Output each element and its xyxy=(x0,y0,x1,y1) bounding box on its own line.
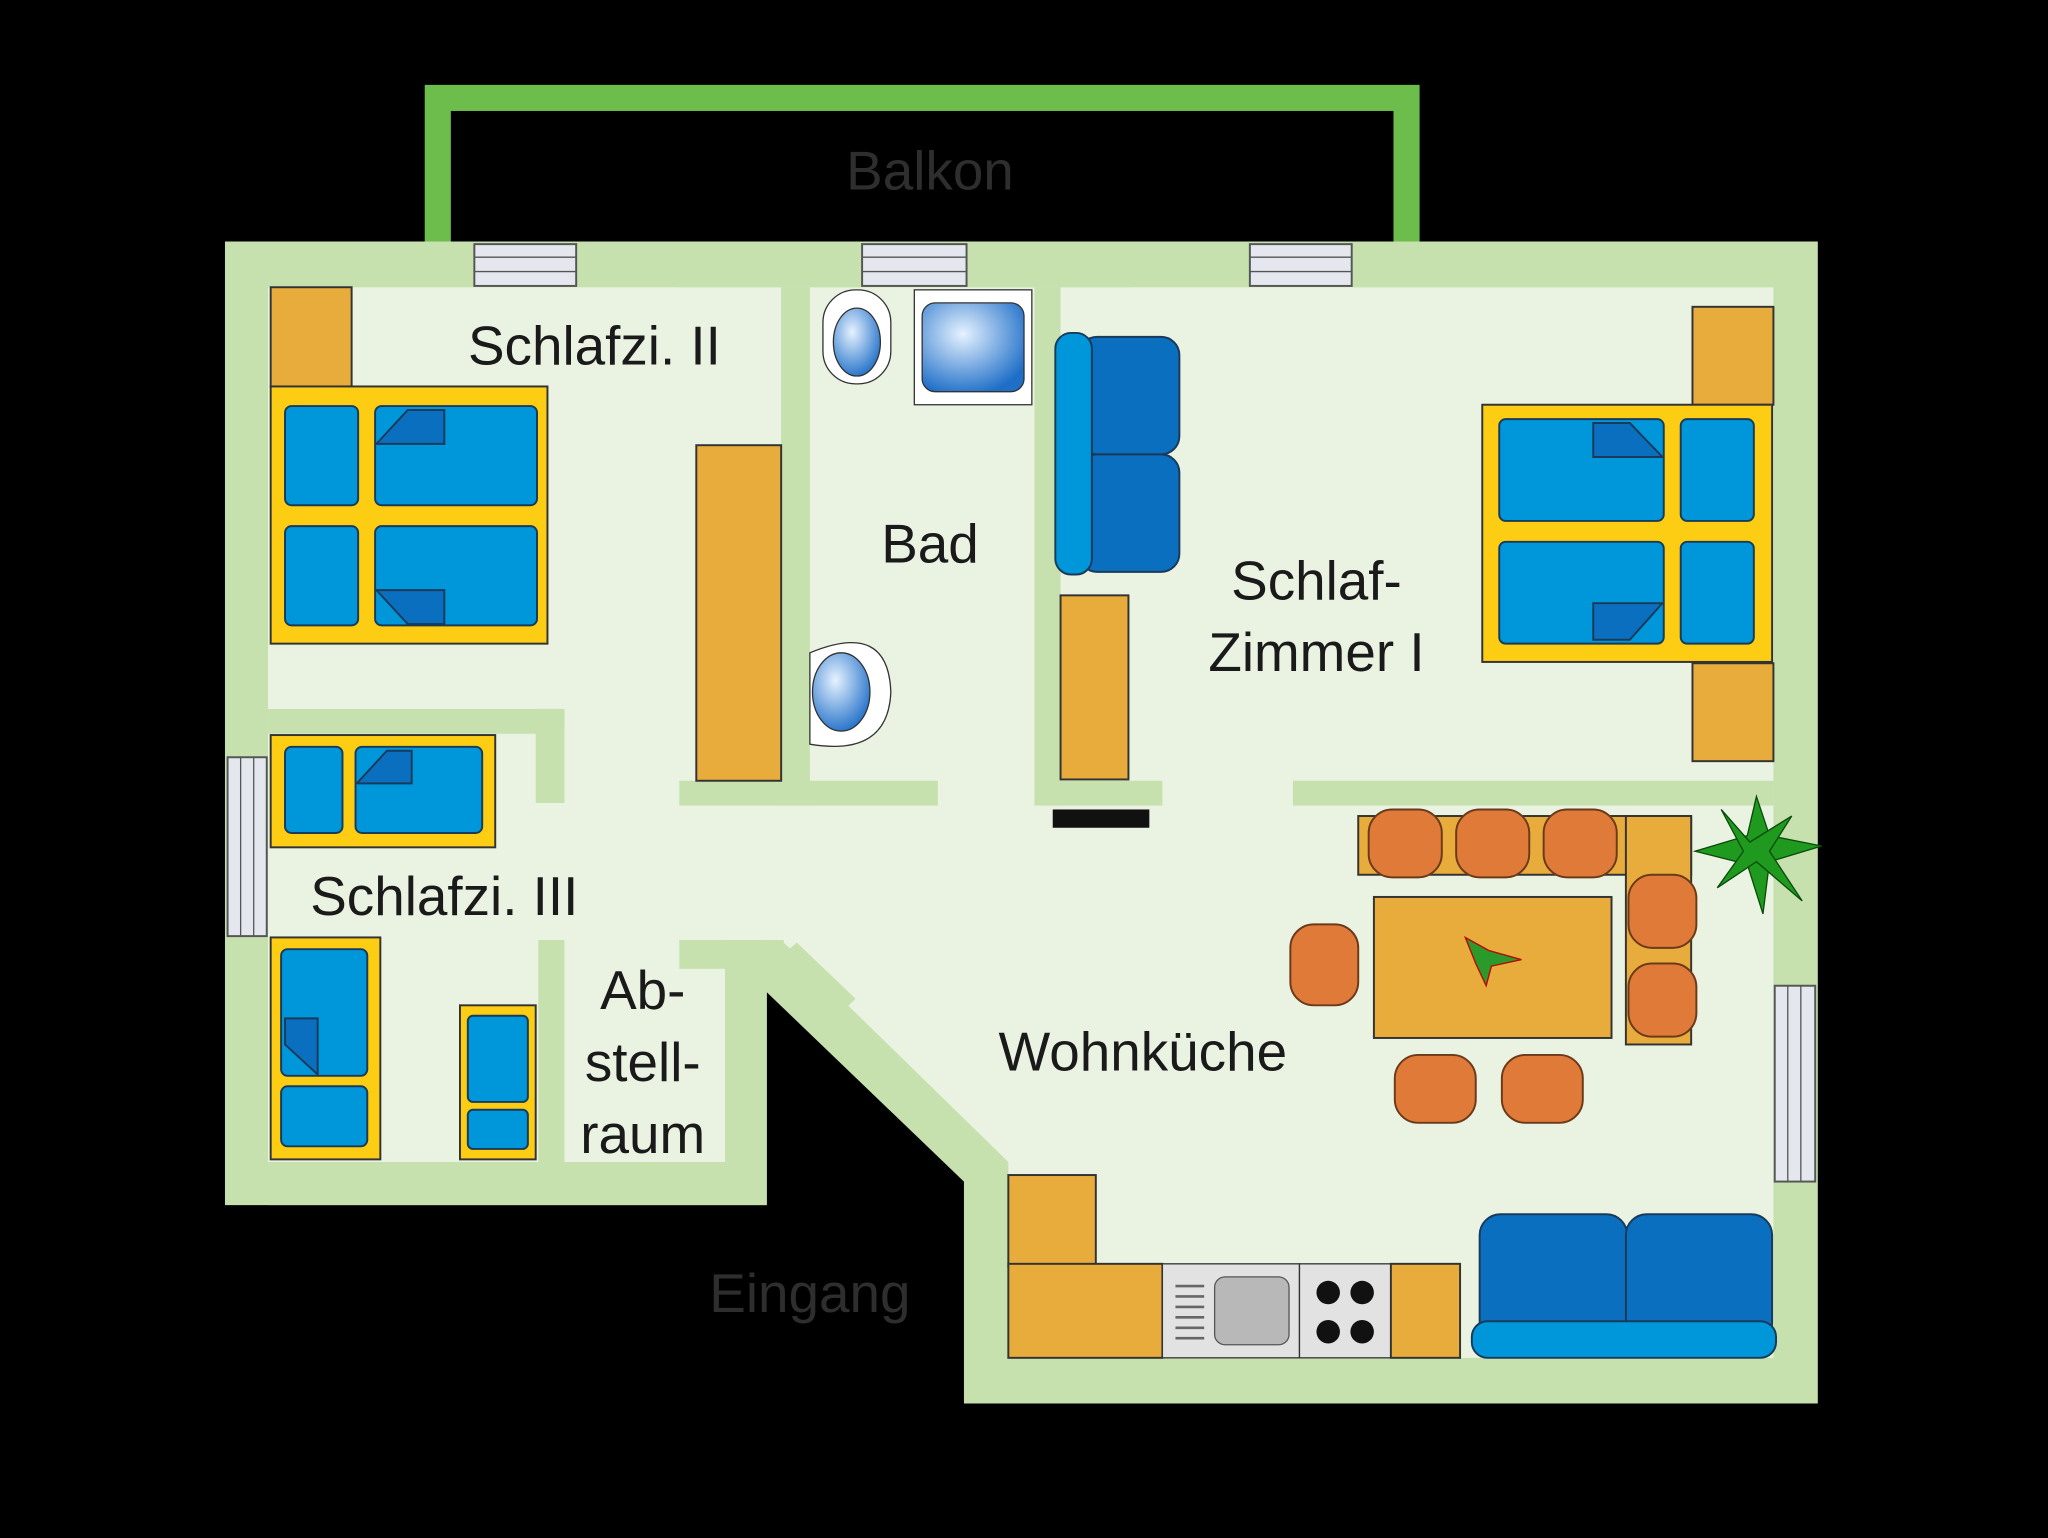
toilet xyxy=(822,289,892,385)
room-label-storage-line3: raum xyxy=(580,1103,705,1165)
window xyxy=(1248,243,1353,287)
room-label-storage-line1: Ab- xyxy=(600,959,685,1021)
room-label-bedroom-3: Schlafzi. III xyxy=(310,865,578,927)
wardrobe xyxy=(269,286,353,388)
single-bed xyxy=(269,936,382,1161)
room-label-bedroom-1-line1: Schlaf- xyxy=(1231,549,1402,611)
room-label-entrance: Eingang xyxy=(709,1262,910,1324)
dining-table xyxy=(1372,895,1613,1039)
single-bed xyxy=(269,734,497,849)
sofa xyxy=(1470,1213,1778,1359)
kitchen-sink xyxy=(1161,1263,1301,1359)
kitchen-counter xyxy=(1007,1262,1164,1359)
window xyxy=(861,243,968,287)
kitchen-counter xyxy=(1389,1262,1462,1359)
double-bed xyxy=(1481,403,1774,663)
room-label-balcony: Balkon xyxy=(846,139,1014,201)
wall xyxy=(1351,241,1774,288)
room-label-storage-line2: stell- xyxy=(585,1031,701,1093)
interior-walls xyxy=(268,287,1774,1206)
table-decoration-icon xyxy=(1464,935,1522,988)
wardrobe xyxy=(1691,305,1775,406)
room-label-bedroom-2: Schlafzi. II xyxy=(468,314,721,376)
sink xyxy=(809,641,892,748)
wardrobe xyxy=(1691,662,1775,763)
chairs xyxy=(1289,808,1698,1124)
cabinet xyxy=(695,444,783,782)
shower xyxy=(913,289,1033,406)
room-label-living-kitchen: Wohnküche xyxy=(999,1021,1288,1083)
sofa xyxy=(1054,331,1181,576)
window xyxy=(473,243,578,287)
window xyxy=(226,756,268,938)
room-label-bedroom-1-line2: Zimmer I xyxy=(1208,621,1424,683)
window xyxy=(1773,984,1817,1183)
stove xyxy=(1298,1263,1392,1359)
room-label-bathroom: Bad xyxy=(881,513,979,575)
plant-icon xyxy=(1692,794,1822,915)
kitchen-cabinet xyxy=(1007,1174,1097,1268)
child-bed xyxy=(459,1004,537,1161)
double-bed xyxy=(269,385,549,645)
cabinet xyxy=(1059,594,1130,781)
radiator xyxy=(1052,809,1150,828)
wall xyxy=(268,241,347,288)
